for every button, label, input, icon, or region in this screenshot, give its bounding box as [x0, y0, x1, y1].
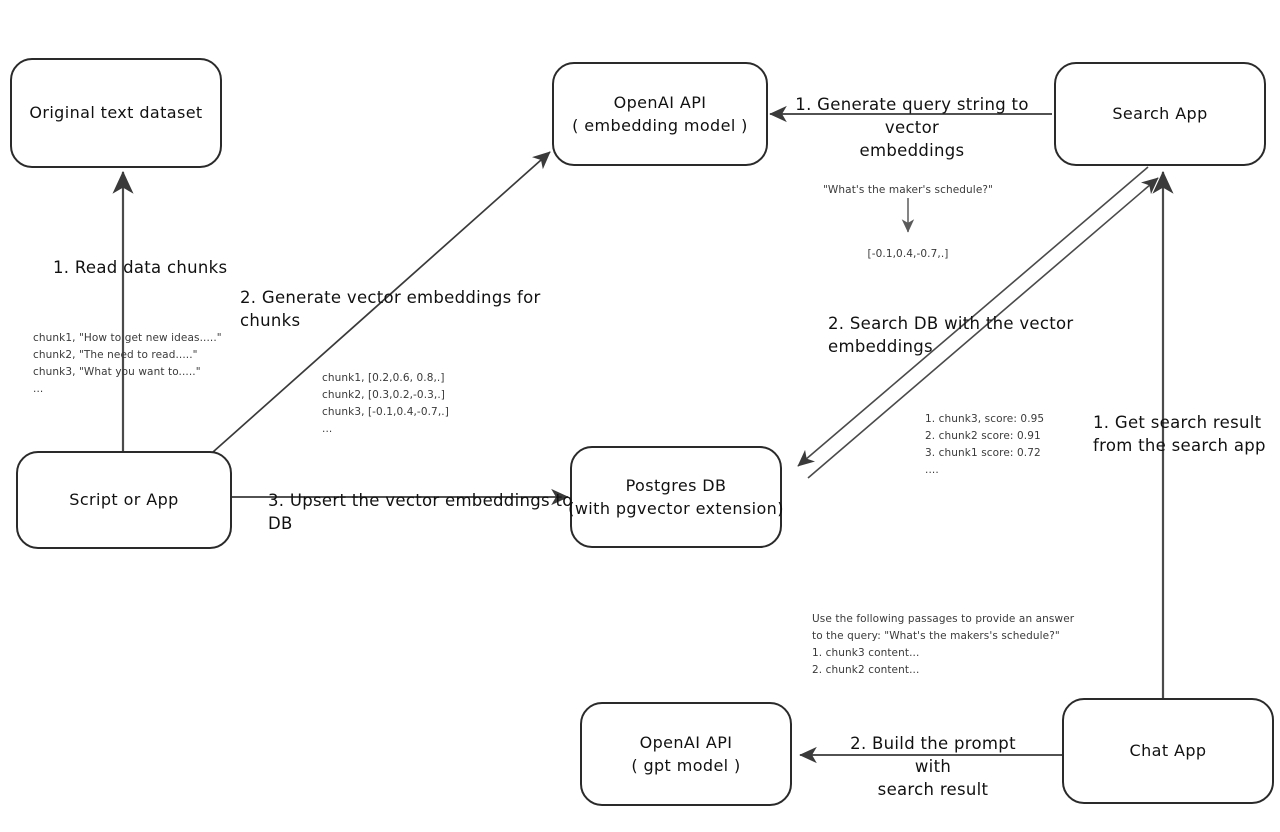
node-postgres-db[interactable]: Postgres DB (with pgvector extension) — [568, 446, 784, 548]
node-openai-embedding-api[interactable]: OpenAI API ( embedding model ) — [552, 62, 768, 166]
note-query-string: "What's the maker's schedule?" — [823, 184, 993, 196]
edge-label-get-search-result: 1. Get search result from the search app — [1093, 413, 1266, 456]
node-postgres-db-label-2: (with pgvector extension) — [568, 499, 784, 518]
node-chat-app[interactable]: Chat App — [1062, 698, 1274, 804]
node-search-app-label: Search App — [1112, 104, 1208, 124]
note-prompt-text: Use the following passages to provide an… — [812, 613, 1075, 676]
note-query-vector: [-0.1,0.4,-0.7,.] — [867, 248, 949, 260]
node-openai-gpt-api-label-2: ( gpt model ) — [631, 756, 741, 775]
node-original-text-dataset-label: Original text dataset — [29, 103, 203, 123]
node-search-app[interactable]: Search App — [1054, 62, 1266, 166]
node-script-or-app[interactable]: Script or App — [16, 451, 232, 549]
node-original-text-dataset[interactable]: Original text dataset — [10, 58, 222, 168]
edge-label-upsert-to-db: 3. Upsert the vector embeddings to DB — [268, 491, 573, 534]
edge-label-build-prompt: 2. Build the prompt with search result — [850, 734, 1016, 800]
note-chunk-embeddings: chunk1, [0.2,0.6, 0.8,.] chunk2, [0.3,0.… — [322, 372, 449, 435]
edge-label-generate-vector-embeddings: 2. Generate vector embeddings for chunks — [240, 288, 541, 331]
node-script-or-app-label: Script or App — [69, 490, 179, 510]
edge-label-generate-query-string: 1. Generate query string to vector embed… — [795, 95, 1029, 161]
note-search-scores: 1. chunk3, score: 0.95 2. chunk2 score: … — [925, 413, 1045, 476]
node-openai-gpt-api-label-1: OpenAI API — [639, 732, 733, 752]
node-chat-app-label: Chat App — [1129, 741, 1207, 761]
edge-label-read-data-chunks: 1. Read data chunks — [53, 258, 228, 277]
node-openai-embedding-api-label-1: OpenAI API — [613, 92, 707, 112]
node-postgres-db-label-1: Postgres DB — [625, 475, 727, 495]
node-openai-embedding-api-label-2: ( embedding model ) — [572, 116, 748, 135]
edge-label-search-db: 2. Search DB with the vector embeddings — [828, 314, 1074, 357]
node-openai-gpt-api[interactable]: OpenAI API ( gpt model ) — [580, 702, 792, 806]
note-raw-chunks: chunk1, "How to get new ideas....." chun… — [33, 332, 222, 395]
